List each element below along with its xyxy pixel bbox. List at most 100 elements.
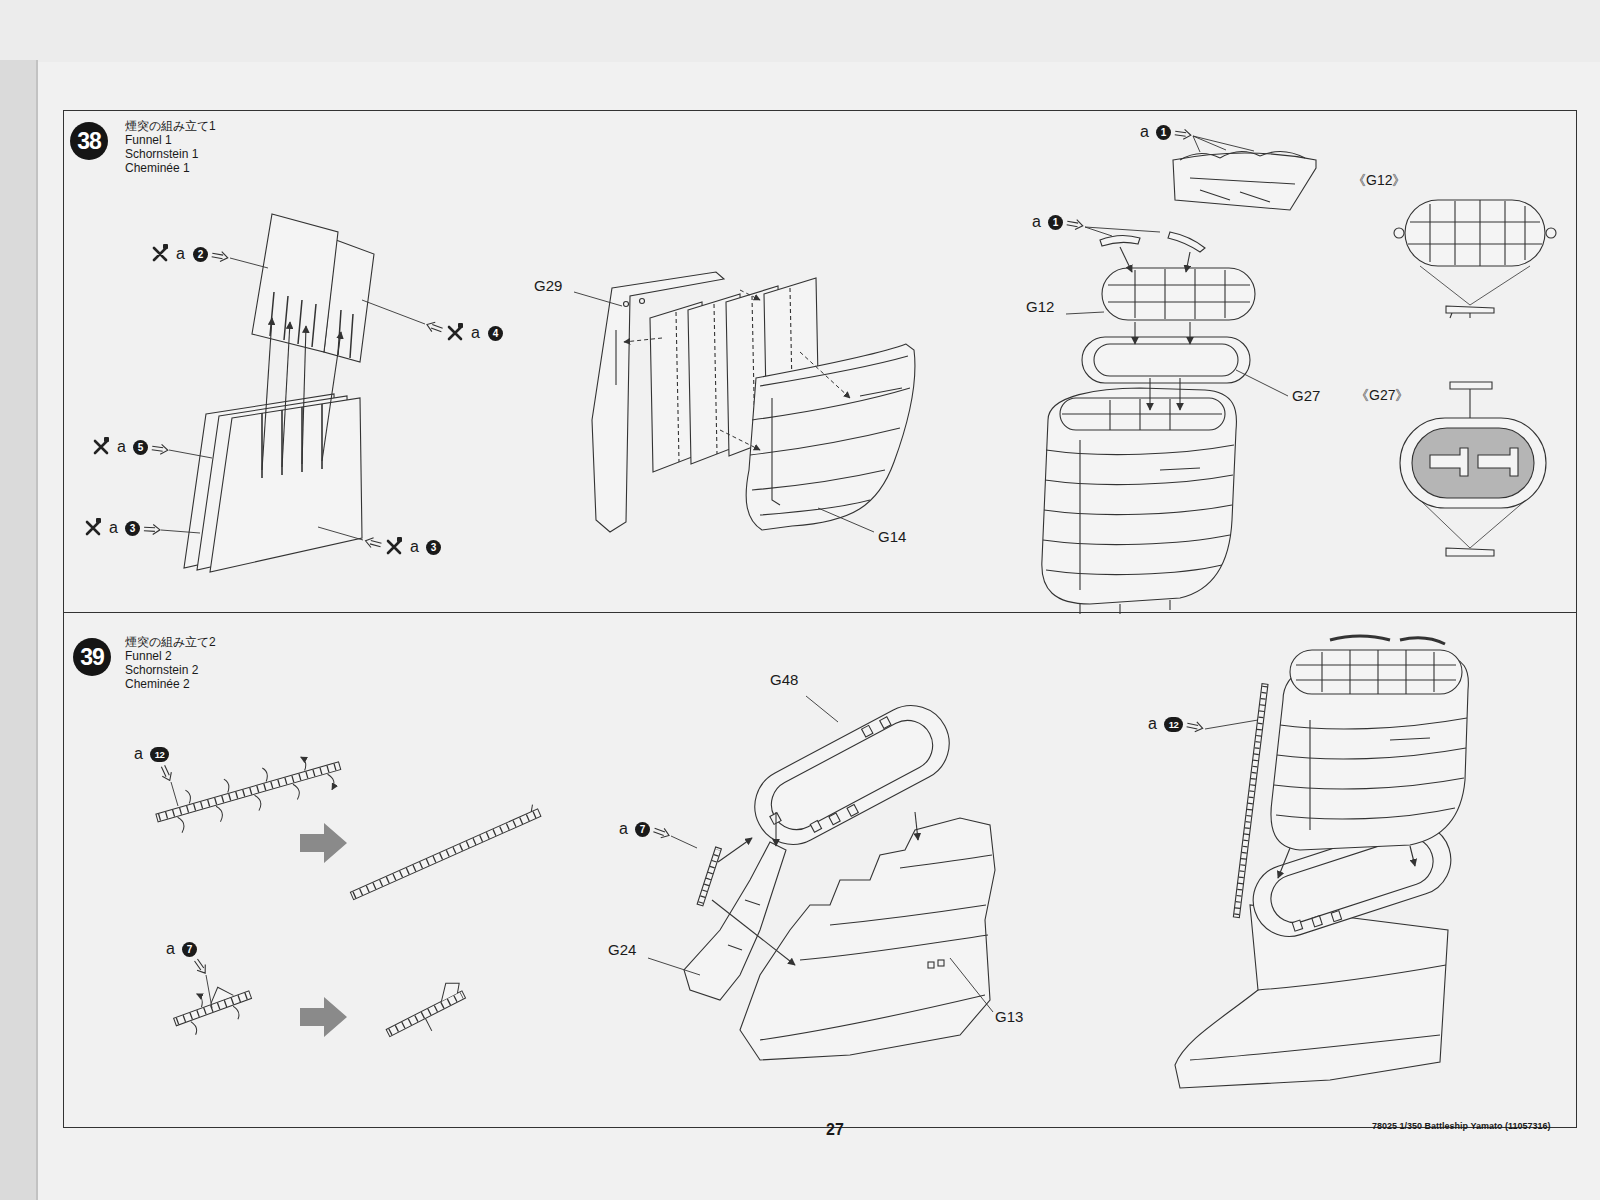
funnel-base [701,850,718,903]
leader-line [574,292,622,306]
kit-code: 78025 1/350 Battleship Yamato (11057316) [1372,1121,1550,1132]
process-arrow [300,997,347,1037]
assembly-arrow [915,812,918,840]
paint-code: a [176,246,185,262]
callout-number: 5 [133,440,148,455]
funnel-assembly [1237,686,1265,915]
ladder-part [386,991,465,1037]
funnel-base [829,813,840,825]
assembly-arrow [302,326,306,464]
assembly-arrow [1149,378,1150,410]
callout-number: 4 [488,326,503,341]
paint-code: a [471,325,480,341]
leader-line [362,300,425,324]
funnel-top [1094,344,1238,376]
callout-number: 2 [193,247,208,262]
funnel-assembly [1233,684,1268,918]
detail-label: 《G27》 [1355,387,1409,404]
assembly-arrow [712,812,918,965]
ladder-part [348,803,541,899]
callout-number: 1 [1048,215,1063,230]
leader-line [1085,227,1160,236]
callout-number: 12 [150,747,169,762]
ladder-part [183,983,241,1035]
ladder-part [435,978,463,1001]
ladder-part [152,747,541,1049]
previous-page [0,60,36,1200]
funnel-top [1082,337,1250,383]
leader-line [1205,720,1258,729]
detail-view [1420,266,1530,305]
assembly-arrow [1278,848,1290,878]
paint-code: a [1140,124,1149,140]
callout [192,957,209,976]
funnel-top [1080,440,1200,614]
detail-view [1394,200,1556,556]
part-name: G29 [534,277,562,294]
leader-line [1236,370,1288,396]
funnel-base [741,692,962,858]
callout [1186,720,1204,733]
assembly-arrow [1410,846,1415,866]
baffle-plates [262,404,322,478]
funnel-base [880,717,891,729]
ladder-part [152,747,346,838]
assembly-arrow [262,318,272,470]
callout [1066,128,1191,231]
funnel-assembly [1175,636,1468,1088]
funnel-top [1042,151,1316,614]
callout-number: 12 [1164,717,1183,732]
leader-line [230,258,268,268]
assembly-arrow [1179,378,1180,410]
paint-code: a [117,439,126,455]
leader-line [161,530,200,533]
baffle-plates [210,398,362,572]
assembly-arrow [1189,322,1190,344]
paint-code: a [1148,716,1157,732]
funnel-casing [624,302,629,307]
step-heading: 煙突の組み立て1 Funnel 1 Schornstein 1 Cheminée… [125,119,223,175]
step-panel: 煙突の組み立て2 Funnel 2 Schornstein 2 Cheminée… [63,612,1577,1128]
leader-line [818,508,874,532]
funnel-casing [772,388,902,505]
leader-line [950,958,993,1012]
funnel-casing [592,272,915,532]
leader-line [671,836,697,848]
funnel-casing [615,330,616,385]
detail-view [1446,548,1494,556]
funnel-assembly [1175,905,1448,1088]
assembly-arrow [1134,322,1135,344]
funnel-assembly [1331,911,1341,922]
cement-callout [95,437,109,453]
ladder-part [529,805,535,812]
funnel-assembly [1233,684,1268,918]
part-name: G48 [770,671,798,688]
leader-line [574,292,874,532]
paint-code: a [1032,214,1041,230]
funnel-casing [746,344,915,530]
funnel-base [862,725,873,737]
assembly-arrow [1120,247,1190,410]
step-number: 38 [70,122,108,160]
callout-number: 7 [182,942,197,957]
ladder-part [350,809,541,900]
funnel-top [1102,268,1255,320]
funnel-assembly [1292,920,1302,931]
step-number: 39 [73,638,111,676]
page-edge [36,60,38,1200]
funnel-base [741,692,962,858]
assembly-arrow [740,290,760,300]
funnel-base [697,847,721,906]
leader-line [318,527,363,540]
funnel-base [684,692,995,1060]
funnel-top [1060,398,1225,430]
funnel-assembly [1296,650,1456,694]
leader-line [171,782,178,806]
funnel-assembly [1290,650,1462,694]
funnel-assembly [1330,636,1445,644]
callout-number: 3 [426,540,441,555]
